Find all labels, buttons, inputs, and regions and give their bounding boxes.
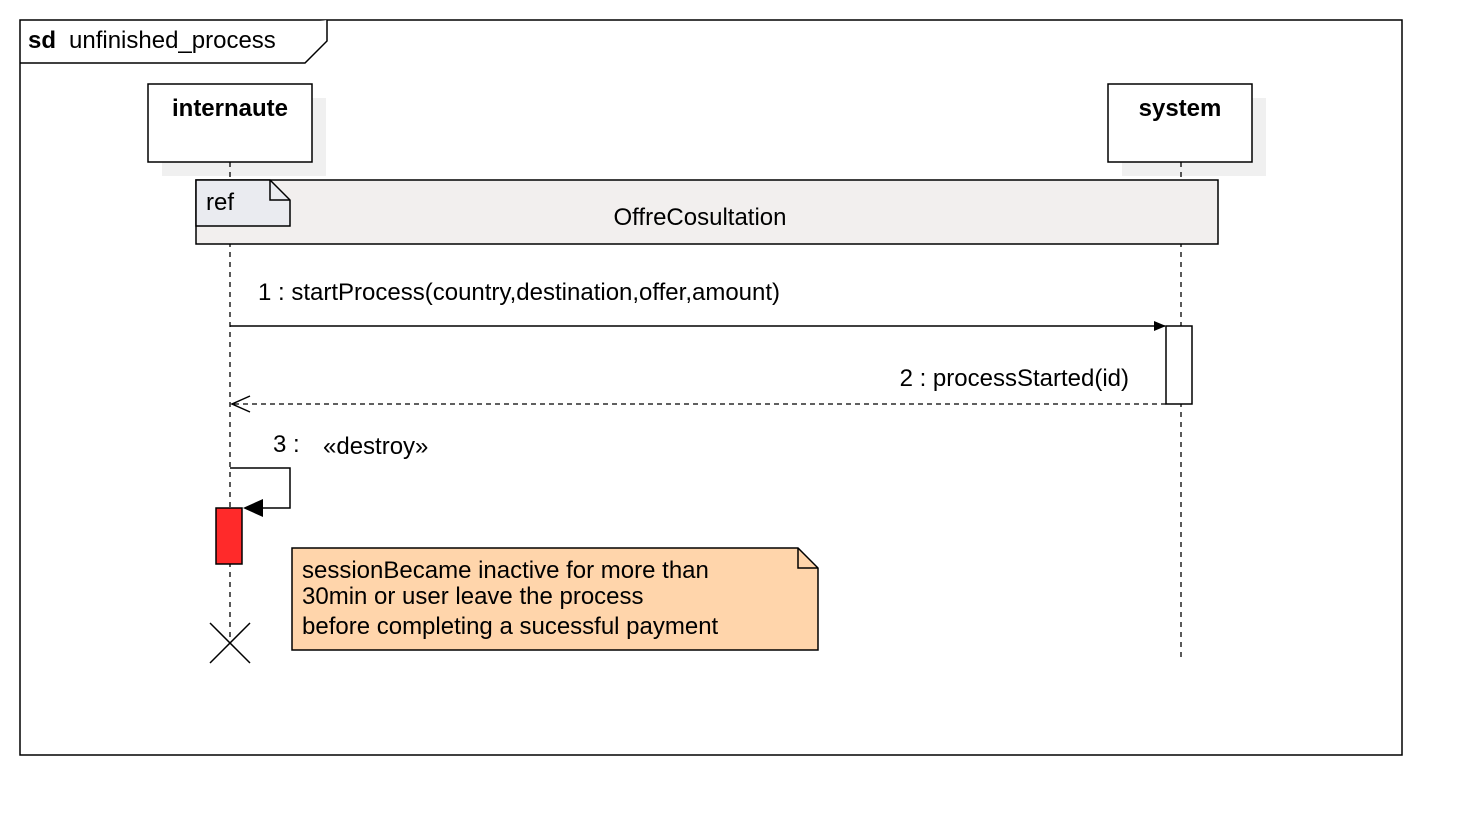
ref-keyword: ref: [206, 189, 234, 216]
ref-fragment[interactable]: ref OffreCosultation: [195, 179, 1219, 245]
frame-keyword: sd: [28, 27, 56, 54]
message-2[interactable]: 2 : processStarted(id): [230, 365, 1166, 413]
note-line-3: before completing a sucessful payment: [302, 613, 719, 640]
ref-tab: [195, 179, 291, 227]
message-1[interactable]: 1 : startProcess(country,destination,off…: [230, 279, 1166, 331]
frame-tab: [20, 20, 328, 64]
ref-box[interactable]: [195, 179, 1219, 245]
ref-label: OffreCosultation: [614, 204, 787, 231]
lifeline-internaute[interactable]: internaute: [147, 83, 326, 640]
ref-tab-fold: [269, 180, 290, 201]
self-message-arrowhead: [243, 499, 263, 517]
message-stereotype: «destroy»: [323, 433, 428, 460]
frame-name: unfinished_process: [69, 27, 276, 54]
lifeline-label: system: [1139, 95, 1222, 122]
x-mark-icon: [209, 622, 251, 664]
self-message-arrow[interactable]: [230, 467, 291, 509]
sd-frame: sd unfinished_process: [19, 19, 1403, 756]
activation-bar-destroy[interactable]: [215, 507, 243, 565]
message-3[interactable]: 3 : «destroy»: [230, 431, 428, 517]
note-body[interactable]: [291, 547, 819, 651]
lifeline-head[interactable]: [147, 83, 313, 163]
message-label: 1 : startProcess(country,destination,off…: [258, 279, 780, 306]
message-number: 3 :: [273, 431, 300, 458]
note[interactable]: sessionBecame inactive for more than 30m…: [291, 547, 819, 651]
lifeline-head[interactable]: [1107, 83, 1253, 163]
lifeline-system[interactable]: system: [1107, 83, 1266, 660]
reply-arrowhead: [230, 395, 251, 413]
note-line-1: sessionBecame inactive for more than: [302, 557, 709, 584]
lifeline-label: internaute: [172, 95, 288, 122]
activation-bar-system[interactable]: [1165, 325, 1193, 405]
note-fold: [797, 548, 818, 569]
note-line-2: 30min or user leave the process: [302, 583, 644, 610]
message-label: 2 : processStarted(id): [900, 365, 1129, 392]
